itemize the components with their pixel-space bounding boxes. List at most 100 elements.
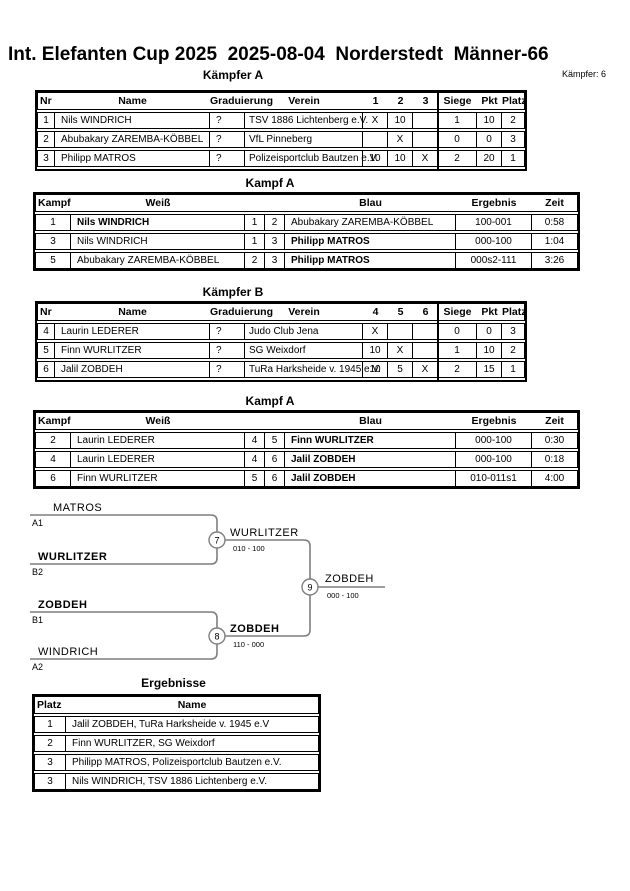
result-cell: X	[388, 132, 413, 147]
spacer	[245, 413, 265, 429]
match-result: 100-001	[456, 215, 532, 230]
final-platz: 3	[35, 755, 66, 770]
col-header-verein: Verein	[288, 95, 320, 107]
fighter-verein: Judo Club Jena	[245, 324, 363, 339]
fighter-graduierung: ?	[210, 132, 245, 147]
final-name: Jalil ZOBDEH, TuRa Harksheide v. 1945 e.…	[72, 719, 270, 730]
result-cell	[413, 132, 438, 147]
col-header-nr: Nr	[40, 95, 52, 107]
col-header-weiss: Weiß	[145, 415, 171, 427]
col-header-pkt: Pkt	[481, 95, 498, 107]
col-header-1: 1	[372, 95, 379, 107]
match-circle-8	[208, 627, 226, 645]
bracket-fighter: WURLITZER	[38, 551, 107, 563]
col-header-platz: Platz	[37, 699, 62, 711]
platz-value: 3	[510, 326, 516, 337]
bracket-fighter: WINDRICH	[38, 646, 98, 658]
white-fighter-nr: 2	[245, 253, 265, 268]
table-kaempfer-b: Nr Name Graduierung Verein 4 5 6 Siege P…	[35, 301, 527, 382]
fighter-verein: TuRa Harksheide v. 1945 e.V.	[245, 362, 381, 377]
match-number: 9	[307, 583, 312, 593]
spacer	[265, 413, 285, 429]
table-row: 6 Jalil ZOBDEH ? TuRa Harksheide v. 1945…	[37, 361, 525, 378]
spacer	[265, 195, 285, 211]
final-name: Nils WINDRICH, TSV 1886 Lichtenberg e.V.	[72, 776, 268, 787]
fighter-nr: 4	[38, 324, 55, 339]
col-header-zeit: Zeit	[545, 415, 564, 427]
pkt-value: 10	[477, 343, 502, 358]
result-row: 3 Nils WINDRICH, TSV 1886 Lichtenberg e.…	[34, 773, 319, 790]
fighter-name: Finn WURLITZER	[55, 343, 210, 358]
col-header-ergebnis: Ergebnis	[471, 197, 517, 209]
table-header-row: Nr Name Graduierung Verein 1 2 3 Siege P…	[37, 92, 525, 110]
fighter-graduierung: ?	[210, 343, 245, 358]
match-number: 4	[36, 452, 71, 467]
fighter-graduierung: ?	[210, 324, 245, 339]
bracket-seed: B2	[32, 567, 43, 577]
bracket-fighter: MATROS	[53, 502, 102, 514]
fighter-name: Jalil ZOBDEH	[55, 362, 210, 377]
result-cell: X	[413, 151, 438, 166]
final-name: Finn WURLITZER, SG Weixdorf	[72, 738, 215, 749]
table-header-row: Platz Name	[34, 696, 319, 714]
blue-fighter: Jalil ZOBDEH	[285, 452, 456, 467]
result-cell: X	[363, 324, 388, 339]
table-kampf-a2: Kampf Weiß Blau Ergebnis Zeit 2 Laurin L…	[33, 410, 580, 489]
bracket-score: 110 - 000	[233, 640, 264, 649]
col-header-platz: Platz	[502, 95, 527, 107]
bracket-score: 010 - 100	[233, 544, 265, 553]
pkt-value: 0	[477, 132, 502, 147]
final-name: Philipp MATROS, Polizeisportclub Bautzen…	[72, 757, 282, 768]
white-fighter-nr: 4	[245, 433, 265, 448]
bracket-line	[30, 514, 218, 532]
result-cell: X	[388, 343, 413, 358]
match-number: 5	[36, 253, 71, 268]
match-result: 000s2-111	[456, 253, 532, 268]
fighter-verein: SG Weixdorf	[245, 343, 363, 358]
match-result: 010-011s1	[456, 471, 532, 486]
section-title-kaempfer-b: Kämpfer B	[202, 285, 264, 299]
match-circle-9	[301, 578, 319, 596]
match-number: 6	[36, 471, 71, 486]
result-cell: X	[363, 113, 388, 128]
blue-fighter: Finn WURLITZER	[285, 433, 456, 448]
bracket-line	[225, 595, 311, 637]
final-platz: 3	[35, 774, 66, 789]
blue-fighter-nr: 3	[265, 234, 285, 249]
section-title-kampf-a2: Kampf A	[245, 394, 295, 408]
result-row: 2 Finn WURLITZER, SG Weixdorf	[34, 735, 319, 752]
fighter-nr: 1	[38, 113, 55, 128]
finals-bracket: 7 8 9 MATROS A1 WURLITZER B2 WURLITZER 0…	[30, 502, 385, 672]
fighter-verein: TSV 1886 Lichtenberg e.V.	[245, 113, 368, 128]
fighter-verein: Polizeisportclub Bautzen e.V.	[245, 151, 378, 166]
blue-fighter-nr: 6	[265, 452, 285, 467]
match-number: 2	[36, 433, 71, 448]
final-platz: 2	[35, 736, 66, 751]
result-cell: 10	[363, 362, 388, 377]
match-row: 2 Laurin LEDERER 4 5 Finn WURLITZER 000-…	[35, 432, 578, 449]
bracket-line	[30, 611, 218, 628]
blue-fighter: Jalil ZOBDEH	[285, 471, 456, 486]
fighter-graduierung: ?	[210, 362, 245, 377]
result-cell	[388, 324, 413, 339]
blue-fighter: Philipp MATROS	[285, 253, 456, 268]
table-kampf-a1: Kampf Weiß Blau Ergebnis Zeit 1 Nils WIN…	[33, 192, 580, 271]
blue-fighter-nr: 2	[265, 215, 285, 230]
fighter-name: Philipp MATROS	[55, 151, 210, 166]
table-row: 4 Laurin LEDERER ? Judo Club Jena X 0 0 …	[37, 323, 525, 340]
col-header-4: 4	[372, 306, 379, 318]
bracket-seed: A1	[32, 518, 43, 528]
col-header-name: Name	[118, 306, 147, 318]
table-kaempfer-a: Nr Name Graduierung Verein 1 2 3 Siege P…	[35, 90, 527, 171]
col-header-name: Name	[177, 699, 207, 711]
col-header-blau: Blau	[359, 197, 382, 209]
bracket-line	[30, 644, 218, 660]
siege-value: 0	[438, 132, 477, 147]
match-time: 0:30	[544, 435, 565, 446]
table-header-row: Kampf Weiß Blau Ergebnis Zeit	[35, 412, 578, 430]
white-fighter: Laurin LEDERER	[71, 433, 245, 448]
platz-value: 2	[510, 345, 516, 356]
match-row: 6 Finn WURLITZER 5 6 Jalil ZOBDEH 010-01…	[35, 470, 578, 487]
table-header-row: Nr Name Graduierung Verein 4 5 6 Siege P…	[37, 303, 525, 321]
